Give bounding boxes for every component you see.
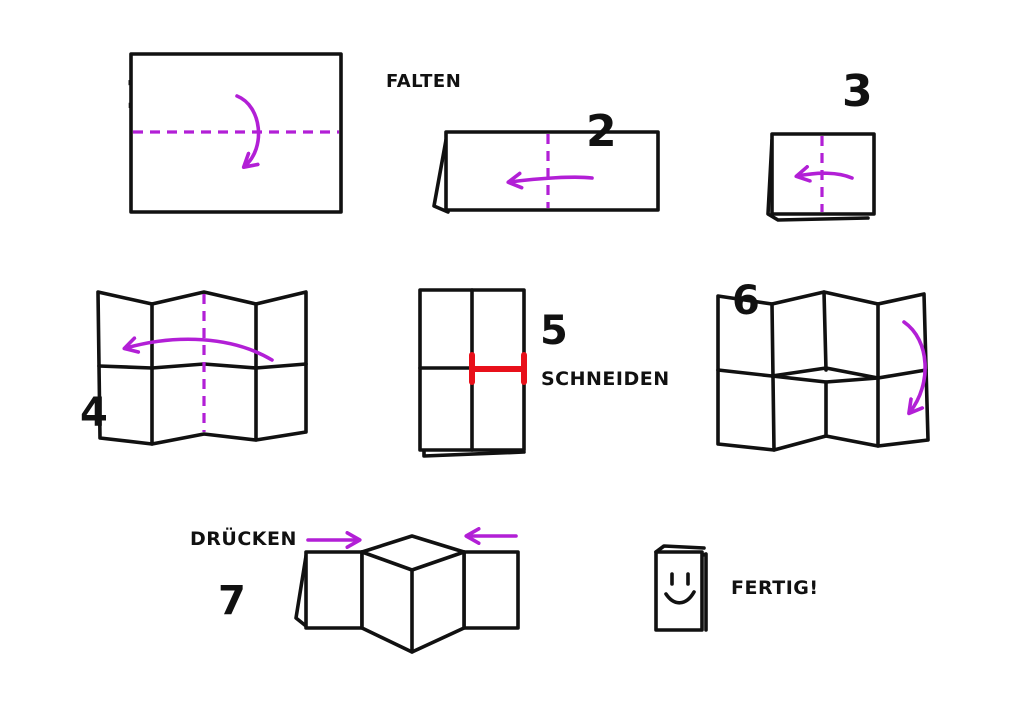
fold-left-arrow <box>122 336 274 362</box>
folded-paper <box>444 130 660 212</box>
schneiden-label: SCHNEIDEN <box>541 368 670 390</box>
flat-panel-left <box>304 550 364 630</box>
step-6: 6 <box>716 278 930 452</box>
step-number: 7 <box>218 578 246 624</box>
cut-paper <box>716 290 930 452</box>
flat-panel-right <box>462 550 520 630</box>
fold-down-arrow <box>902 320 927 416</box>
step-number: 6 <box>732 278 760 324</box>
step-number: 3 <box>842 66 873 117</box>
paper-back-edge <box>766 138 870 222</box>
paper-back-edge <box>432 138 450 214</box>
step-4: 4 <box>80 290 308 446</box>
smiley-booklet-icon <box>654 544 708 632</box>
fold-down-arrow <box>235 94 261 169</box>
step-2: 2 <box>432 106 660 214</box>
step-1: 1 FALTEN <box>124 52 461 214</box>
done: FERTIG! <box>654 544 819 632</box>
step-number: 2 <box>586 106 617 157</box>
step-number: 4 <box>80 390 108 436</box>
crease <box>822 290 828 372</box>
fertig-label: FERTIG! <box>731 577 819 599</box>
druecken-label: DRÜCKEN <box>190 526 297 550</box>
step-5: 5 SCHNEIDEN <box>418 288 670 458</box>
crease <box>716 366 928 380</box>
cut-line <box>469 352 527 385</box>
unfolded-paper <box>96 290 308 446</box>
fold-left-arrow <box>506 171 594 190</box>
paper-back-edge <box>294 554 308 628</box>
cut-gap <box>770 374 880 384</box>
step-number: 5 <box>540 308 568 354</box>
folded-paper <box>770 132 876 216</box>
falten-label: FALTEN <box>386 71 461 92</box>
fold-left-arrow <box>794 165 854 183</box>
step-7: DRÜCKEN 7 <box>190 526 520 654</box>
step-3: 3 <box>766 66 876 222</box>
